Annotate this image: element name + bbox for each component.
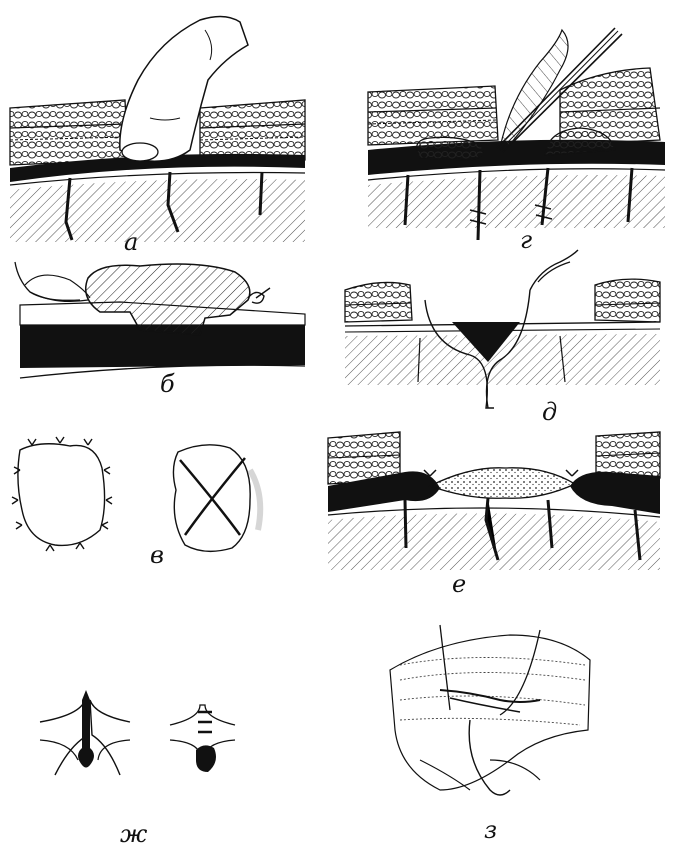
panel-a-illustration (9, 15, 306, 242)
panel-label-z: з (484, 816, 498, 844)
panel-d-illustration (344, 249, 661, 409)
panel-g-illustration (367, 27, 666, 241)
panel-label-d: д (542, 398, 558, 426)
panel-e-illustration (327, 431, 661, 570)
panel-v-illustration (11, 436, 264, 553)
panel-z-illustration (389, 624, 591, 796)
panel-label-g: г (520, 226, 533, 254)
panel-zh-illustration (39, 690, 236, 776)
panel-label-zh: ж (120, 820, 148, 848)
panel-label-b: б (160, 370, 175, 398)
panel-label-a: а (124, 228, 139, 256)
panel-b-illustration (14, 261, 306, 379)
panel-label-e: е (452, 570, 467, 598)
panel-label-v: в (150, 541, 164, 569)
